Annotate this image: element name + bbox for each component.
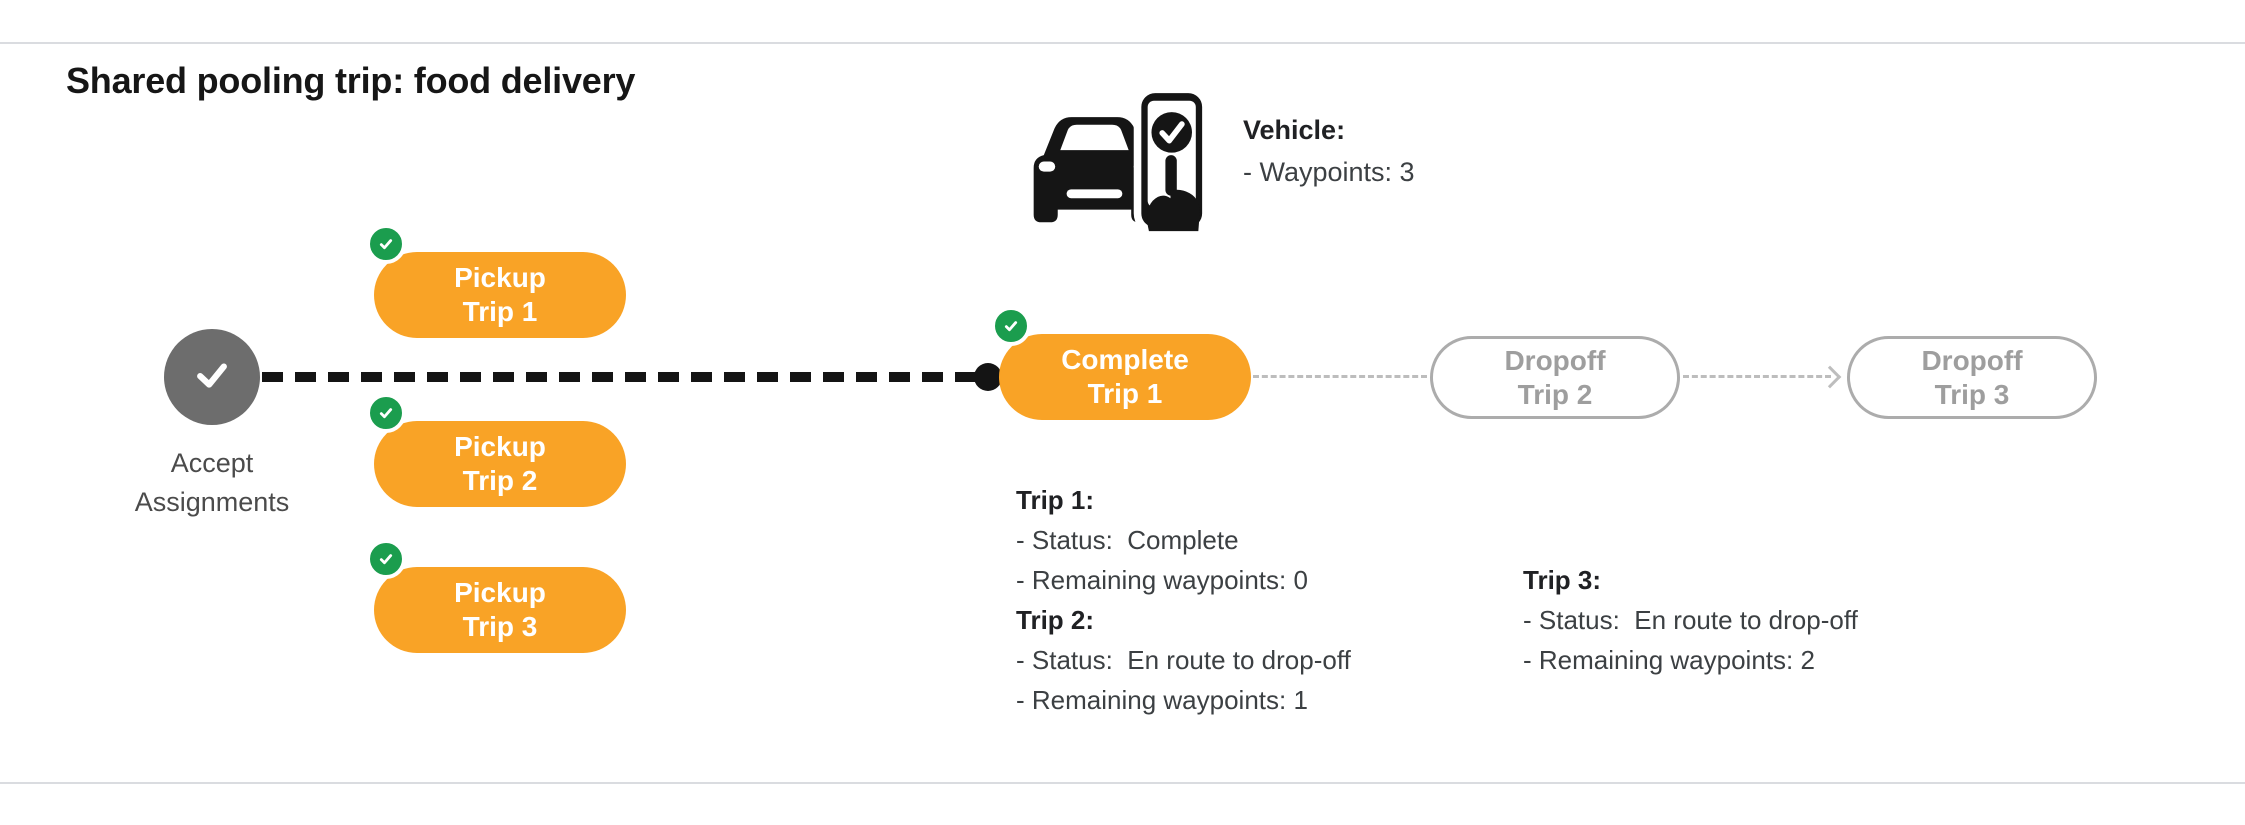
bottom-divider: [0, 782, 2245, 784]
trip1-status-label: Trip 1:: [1016, 485, 1095, 515]
check-icon: [991, 306, 1031, 346]
route-dashed-line: [262, 372, 976, 382]
complete-line1: Complete: [1061, 344, 1189, 376]
dropoff-trip3-node: Dropoff Trip 3: [1847, 336, 2097, 419]
pickup-trip2-node: Pickup Trip 2: [366, 393, 626, 507]
trip2-waypoints-line: - Remaining waypoints: 1: [1016, 685, 1308, 715]
dropoff3-line2: Trip 3: [1934, 378, 2010, 410]
trip1-waypoints-line: - Remaining waypoints: 0: [1016, 565, 1308, 595]
pickup3-line2: Trip 3: [462, 611, 538, 642]
accept-label-line1: Accept: [170, 448, 254, 478]
complete-line2: Trip 1: [1087, 378, 1163, 409]
check-icon: [185, 348, 239, 407]
trip3-status-line: - Status: En route to drop-off: [1523, 605, 1858, 635]
pickup-trip3-node: Pickup Trip 3: [366, 539, 626, 653]
dropoff3-line1: Dropoff: [1921, 344, 2023, 376]
pickup-trip1-node: Pickup Trip 1: [366, 224, 626, 338]
trip3-status-label: Trip 3:: [1523, 565, 1602, 595]
vehicle-label: Vehicle:: [1243, 115, 1346, 145]
pickup2-line1: Pickup: [454, 431, 546, 463]
top-divider: [0, 42, 2245, 44]
chevron-right-icon: [1818, 365, 1842, 389]
connector-line: [1253, 375, 1427, 378]
vehicle-info: Vehicle: - Waypoints: 3: [1243, 110, 1415, 194]
check-icon: [366, 539, 406, 579]
check-icon: [366, 393, 406, 433]
route-waypoint-dot: [974, 363, 1002, 391]
trip3-waypoints-line: - Remaining waypoints: 2: [1523, 645, 1815, 675]
trip1-status-line: - Status: Complete: [1016, 525, 1239, 555]
complete-trip1-node: Complete Trip 1: [991, 306, 1251, 420]
accept-label-line2: Assignments: [134, 487, 290, 518]
vehicle-waypoints: - Waypoints: 3: [1243, 156, 1415, 187]
car-with-phone-icon: [1021, 84, 1211, 244]
trip2-status-line: - Status: En route to drop-off: [1016, 645, 1351, 675]
pickup3-line1: Pickup: [454, 577, 546, 609]
pickup2-line2: Trip 2: [462, 465, 538, 496]
dropoff2-line1: Dropoff: [1504, 344, 1606, 376]
pickup1-line2: Trip 1: [462, 296, 538, 327]
check-icon: [366, 224, 406, 264]
pickup1-line1: Pickup: [454, 262, 546, 294]
accept-assignments-label: Accept Assignments: [52, 444, 372, 522]
trip2-status-label: Trip 2:: [1016, 605, 1095, 635]
trip-status-block-1: Trip 1: - Status: Complete - Remaining w…: [1016, 480, 1351, 720]
connector-line: [1683, 375, 1831, 378]
accept-assignments-node: [164, 329, 260, 425]
dropoff-trip2-node: Dropoff Trip 2: [1430, 336, 1680, 419]
page-title: Shared pooling trip: food delivery: [66, 60, 636, 101]
trip-status-block-2: Trip 3: - Status: En route to drop-off -…: [1523, 560, 1858, 680]
dropoff2-line2: Trip 2: [1517, 378, 1593, 410]
